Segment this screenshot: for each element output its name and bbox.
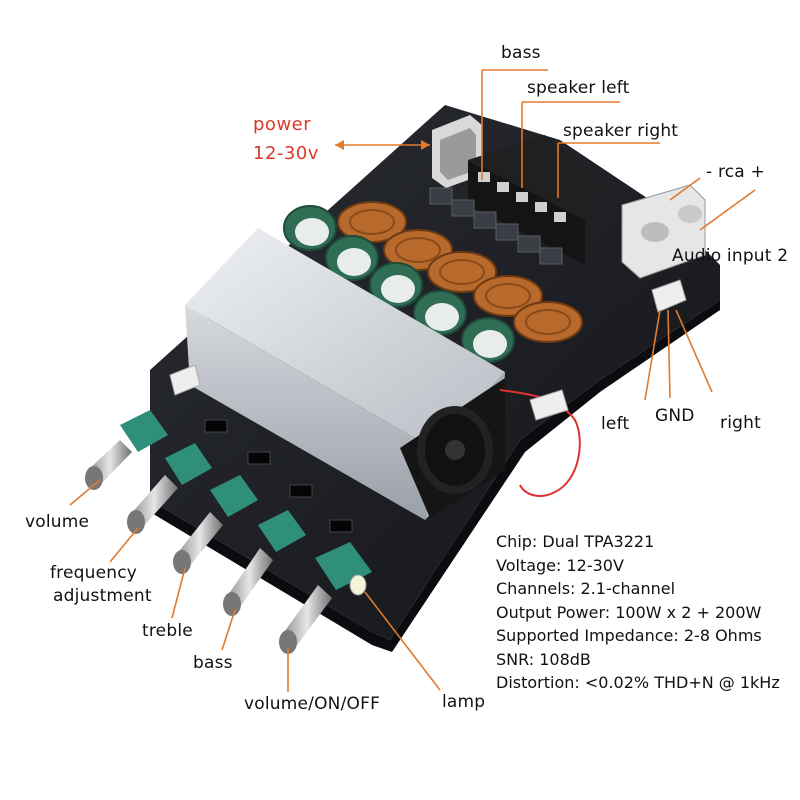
label-left: left xyxy=(601,414,630,434)
label-power: power xyxy=(253,114,312,135)
lamp-led xyxy=(349,574,367,596)
cooling-fan xyxy=(400,378,581,518)
spec-chip: Chip: Dual TPA3221 xyxy=(496,532,655,551)
label-speaker-left: speaker left xyxy=(527,78,630,98)
label-lamp: lamp xyxy=(442,692,486,712)
mosfet-row xyxy=(429,187,563,265)
inductor-coils xyxy=(337,201,583,343)
label-right: right xyxy=(720,413,761,433)
speaker-terminal-block xyxy=(468,135,605,265)
ic-chips xyxy=(204,419,353,533)
label-adjustment: adjustment xyxy=(53,586,152,606)
spec-list: Chip: Dual TPA3221 Voltage: 12-30V Chann… xyxy=(496,530,780,695)
spec-voltage: Voltage: 12-30V xyxy=(496,555,624,575)
fan-connector xyxy=(529,389,569,421)
electrolytic-capacitors xyxy=(283,205,515,363)
spec-distortion: Distortion: <0.02% THD+N @ 1kHz xyxy=(496,673,780,692)
label-rca: - rca + xyxy=(706,162,765,182)
pointer-arrowheads xyxy=(335,140,430,150)
label-audio-input-2: Audio input 2 xyxy=(672,246,789,266)
label-treble: treble xyxy=(142,621,193,641)
label-volume: volume xyxy=(25,512,90,532)
label-bass-top: bass xyxy=(501,43,541,63)
spec-channels: Channels: 2.1-channel xyxy=(496,579,676,598)
pointer-lines xyxy=(69,69,756,692)
aux-connector xyxy=(169,364,201,396)
label-frequency: frequency xyxy=(50,563,138,583)
label-volume-on-off: volume/ON/OFF xyxy=(244,694,381,714)
audio-input-2-connector xyxy=(651,279,687,313)
potentiometer-knobs xyxy=(85,410,372,654)
spec-output-power: Output Power: 100W x 2 + 200W xyxy=(496,602,762,622)
label-gnd: GND xyxy=(655,406,695,426)
rca-jack xyxy=(621,184,706,279)
label-speaker-right: speaker right xyxy=(563,121,679,141)
label-power-voltage: 12-30v xyxy=(253,143,319,164)
spec-snr: SNR: 108dB xyxy=(496,649,591,669)
spec-impedance: Supported Impedance: 2-8 Ohms xyxy=(496,626,762,645)
label-bass-bottom: bass xyxy=(193,653,233,673)
